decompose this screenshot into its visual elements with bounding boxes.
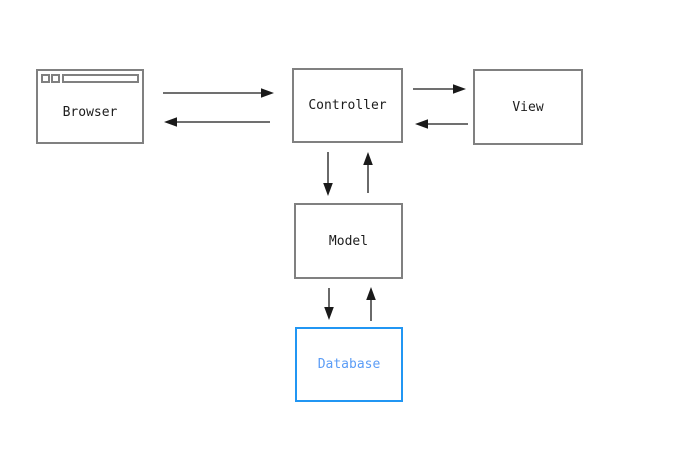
browser-window-button-icon — [41, 74, 50, 83]
arrow-model-to-database — [324, 288, 334, 320]
node-browser-label: Browser — [62, 105, 118, 120]
arrow-controller-to-model — [323, 152, 333, 196]
arrow-view-to-controller — [415, 119, 468, 129]
node-browser: Browser — [36, 69, 144, 144]
browser-window-button-icon — [51, 74, 60, 83]
node-controller: Controller — [292, 68, 403, 143]
arrow-browser-to-controller — [163, 88, 274, 98]
arrow-controller-to-view — [413, 84, 466, 94]
node-controller-label: Controller — [308, 98, 387, 113]
node-view-label: View — [512, 99, 544, 115]
browser-titlebar — [41, 74, 139, 83]
node-database-label: Database — [317, 357, 381, 372]
arrow-model-to-controller — [363, 152, 373, 193]
browser-address-bar-icon — [62, 74, 139, 83]
arrow-controller-to-browser — [164, 117, 270, 127]
arrow-database-to-model — [366, 287, 376, 321]
node-view: View — [473, 69, 583, 145]
node-model-label: Model — [328, 233, 369, 249]
node-model: Model — [294, 203, 403, 279]
node-database: Database — [295, 327, 403, 402]
browser-body: Browser — [38, 83, 142, 142]
